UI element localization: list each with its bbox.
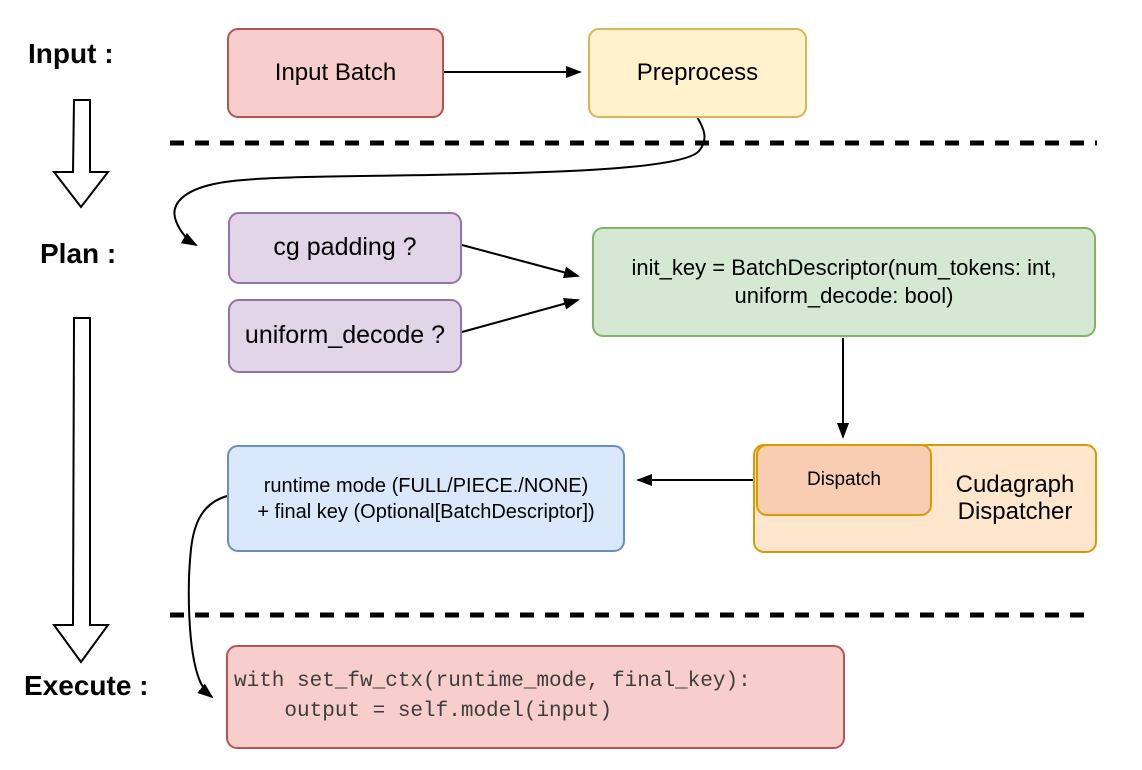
node-dispatch: Dispatch <box>756 444 932 516</box>
curve-preprocess-to-cg-padding <box>173 116 706 246</box>
node-init-key-line2: uniform_decode: bool) <box>734 283 954 308</box>
node-cudagraph-dispatcher-label: Cudagraph Dispatcher <box>935 468 1095 528</box>
stage-label-input: Input : <box>28 38 114 69</box>
node-execute-code: with set_fw_ctx(runtime_mode, final_key)… <box>226 645 845 749</box>
node-dispatch-label: Dispatch <box>807 469 881 491</box>
node-uniform-decode: uniform_decode ? <box>228 299 462 373</box>
node-runtime-mode: runtime mode (FULL/PIECE./NONE) + final … <box>227 445 625 552</box>
node-runtime-line1: runtime mode (FULL/PIECE./NONE) <box>263 474 589 497</box>
node-input-batch: Input Batch <box>227 28 444 118</box>
node-init-key: init_key = BatchDescriptor(num_tokens: i… <box>592 227 1096 337</box>
cudagraph-label-line2: Dispatcher <box>957 498 1073 525</box>
node-uniform-decode-label: uniform_decode ? <box>244 321 446 350</box>
arrow-cg-padding-to-init-key <box>461 244 580 279</box>
cudagraph-label-line1: Cudagraph <box>955 471 1075 498</box>
stage-label-execute: Execute : <box>24 670 149 701</box>
arrow-uniform-decode-to-init-key <box>461 297 580 333</box>
code-line2: output = self.model(input) <box>234 700 613 723</box>
node-input-batch-label: Input Batch <box>274 59 397 86</box>
stage-label-plan: Plan : <box>40 238 117 269</box>
node-cg-padding: cg padding ? <box>228 212 462 284</box>
node-init-key-line1: init_key = BatchDescriptor(num_tokens: i… <box>631 255 1057 280</box>
node-cg-padding-label: cg padding ? <box>273 233 417 262</box>
code-line1: with set_fw_ctx(runtime_mode, final_key)… <box>234 670 751 693</box>
node-preprocess-label: Preprocess <box>636 59 759 86</box>
node-preprocess: Preprocess <box>588 28 807 118</box>
stage-arrow-plan-to-execute <box>52 317 110 664</box>
node-runtime-line2: + final key (Optional[BatchDescriptor]) <box>257 500 595 523</box>
curve-runtime-mode-to-execute-code <box>187 495 228 699</box>
stage-arrow-input-to-plan <box>51 99 111 209</box>
